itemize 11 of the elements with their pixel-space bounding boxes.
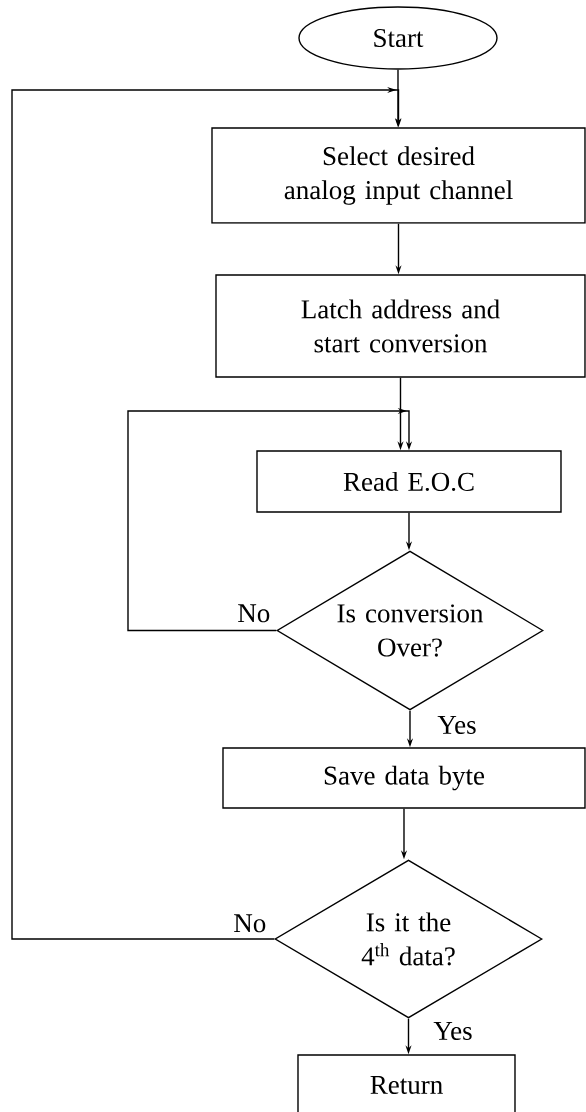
process-box: Select desired analog input channel [211,127,586,224]
edge-label: Yes [432,1021,474,1041]
edge-label: No [236,603,272,624]
arrow [11,86,402,940]
arrow [127,407,413,632]
edge-label: No [232,913,268,934]
process-box: Latch address and start conversion [215,274,586,378]
process-box: Read E.O.C [256,450,562,513]
process-box: Return [297,1054,516,1112]
edge-label: Yes [436,715,478,735]
process-box: Save data byte [222,747,586,809]
